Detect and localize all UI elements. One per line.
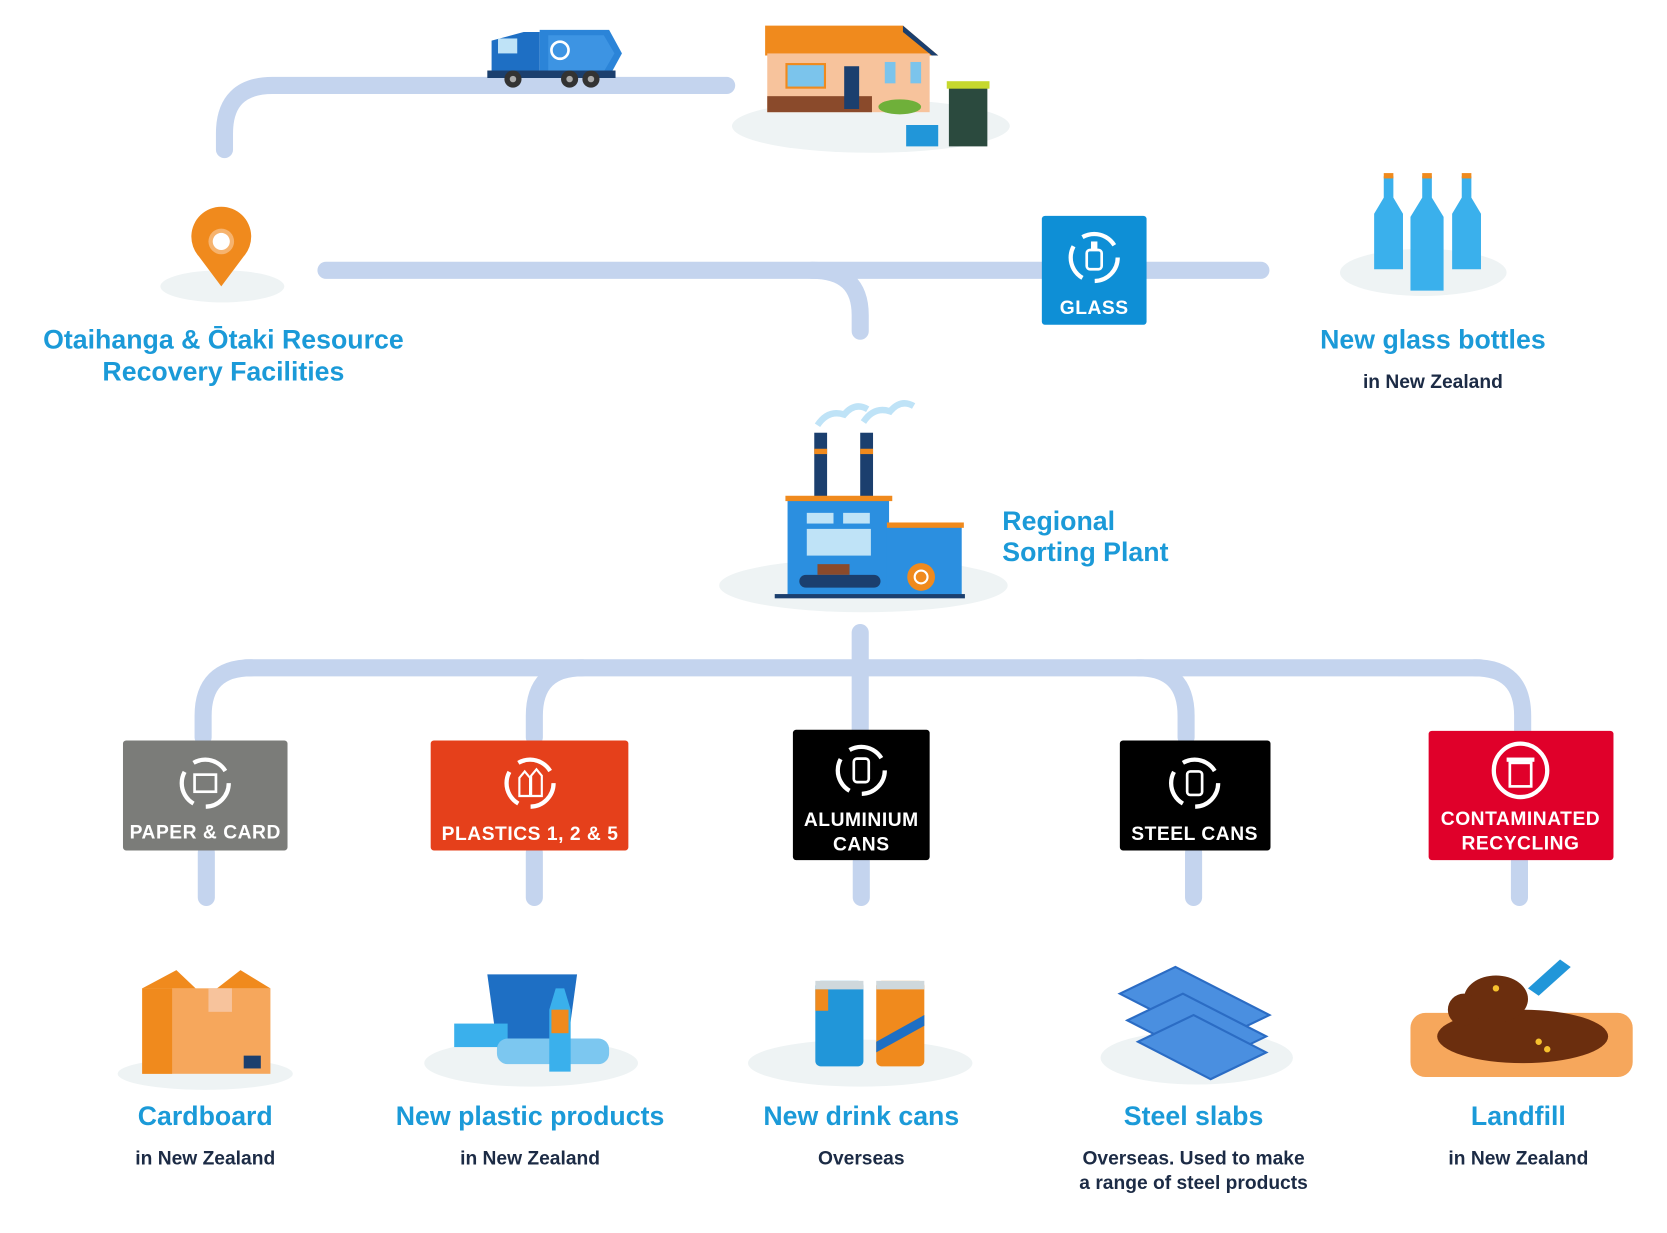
paper-recycle-icon bbox=[179, 757, 231, 809]
aluminium-can-recycle-icon bbox=[835, 744, 887, 797]
glass-tile-label: GLASS bbox=[1060, 298, 1129, 319]
steel-can-recycle-icon bbox=[1168, 757, 1221, 809]
facility-title-line1: Otaihanga & Ōtaki Resource bbox=[43, 324, 404, 354]
output-title: New drink cans bbox=[763, 1101, 959, 1131]
plastic-products-icon bbox=[424, 974, 638, 1087]
glass-bottle-recycle-icon bbox=[1068, 231, 1120, 284]
glass-tile: GLASS bbox=[1041, 215, 1147, 325]
output-subtitle: in New Zealand bbox=[1448, 1149, 1588, 1170]
tile-contaminated-label-line2: RECYCLING bbox=[1462, 833, 1580, 854]
glass-bottles-icon bbox=[1339, 173, 1507, 296]
output-subtitle-line1: Overseas. Used to make bbox=[1082, 1149, 1305, 1170]
plastic-recycle-icon bbox=[504, 757, 556, 809]
output-title: Steel slabs bbox=[1124, 1101, 1264, 1131]
output-steel-slabs: Steel slabs Overseas. Used to make a ran… bbox=[1079, 1101, 1308, 1194]
drink-cans-icon bbox=[748, 980, 973, 1087]
output-title: Landfill bbox=[1471, 1101, 1566, 1131]
map-pin-icon bbox=[160, 206, 285, 303]
plant-title-line2: Sorting Plant bbox=[1002, 537, 1168, 567]
arrow-branch-paper bbox=[194, 659, 260, 746]
output-title: New plastic products bbox=[396, 1101, 665, 1131]
tile-plastics-label: PLASTICS 1, 2 & 5 bbox=[442, 824, 619, 845]
glass-output-title: New glass bottles bbox=[1320, 324, 1546, 354]
plant-title-line1: Regional bbox=[1002, 506, 1115, 536]
tile-steel-cans: STEEL CANS bbox=[1119, 740, 1271, 851]
arrow-branch-contaminated bbox=[1466, 659, 1532, 741]
arrow-to-plant bbox=[803, 261, 869, 340]
recycling-truck-icon bbox=[487, 29, 622, 88]
steel-slabs-icon bbox=[1100, 965, 1293, 1085]
house-with-bins-icon bbox=[731, 25, 1010, 153]
arrow-branch-plastics bbox=[525, 659, 591, 746]
output-subtitle-line2: a range of steel products bbox=[1079, 1173, 1308, 1194]
factory-icon bbox=[719, 400, 1008, 613]
tile-contaminated-label-line1: CONTAMINATED bbox=[1441, 809, 1600, 830]
facility-title-line2: Recovery Facilities bbox=[102, 356, 344, 386]
flow-arrows bbox=[194, 76, 1532, 907]
tile-plastics: PLASTICS 1, 2 & 5 bbox=[430, 740, 629, 851]
tile-aluminium-cans: ALUMINIUM CANS bbox=[792, 729, 930, 861]
tile-aluminium-label-line1: ALUMINIUM bbox=[804, 810, 919, 831]
output-title: Cardboard bbox=[138, 1101, 273, 1131]
output-plastic-products: New plastic products in New Zealand bbox=[396, 1101, 665, 1170]
tile-aluminium-label-line2: CANS bbox=[833, 834, 890, 855]
arrow-branch-steel bbox=[1129, 659, 1195, 746]
output-landfill: Landfill in New Zealand bbox=[1448, 1101, 1588, 1170]
glass-output-subtitle: in New Zealand bbox=[1363, 372, 1503, 393]
output-subtitle: in New Zealand bbox=[460, 1149, 600, 1170]
tile-contaminated: CONTAMINATED RECYCLING bbox=[1428, 730, 1614, 861]
output-subtitle: Overseas bbox=[818, 1149, 905, 1170]
tile-paper-card: PAPER & CARD bbox=[122, 740, 288, 851]
landfill-icon bbox=[1410, 959, 1633, 1078]
rubbish-bin-icon bbox=[1491, 741, 1550, 800]
arrow-house-to-facility bbox=[215, 76, 736, 159]
output-drink-cans: New drink cans Overseas bbox=[763, 1101, 959, 1170]
output-subtitle: in New Zealand bbox=[135, 1149, 275, 1170]
tile-steel-label: STEEL CANS bbox=[1131, 824, 1258, 845]
output-cardboard: Cardboard in New Zealand bbox=[135, 1101, 275, 1170]
cardboard-box-icon bbox=[117, 970, 293, 1090]
tile-paper-label: PAPER & CARD bbox=[130, 823, 281, 844]
